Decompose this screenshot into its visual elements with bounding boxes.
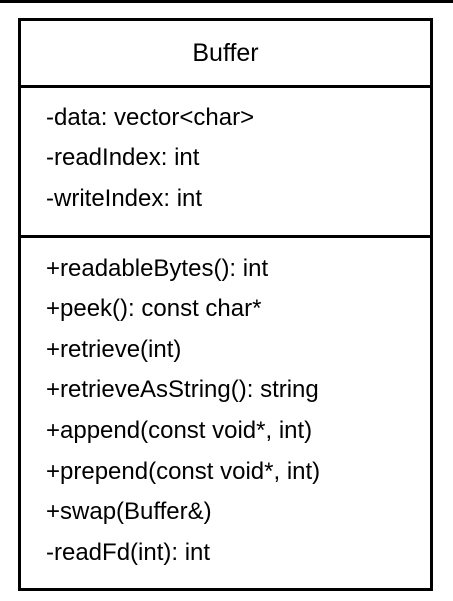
class-name: Buffer xyxy=(192,39,259,67)
attribute-data: -data: vector<char> xyxy=(46,104,255,131)
attribute-read-index: -readIndex: int xyxy=(46,144,200,171)
class-name-compartment: Buffer xyxy=(21,21,430,88)
method-read-fd: -readFd(int): int xyxy=(46,539,211,566)
methods-compartment: +readableBytes(): int +peek(): const cha… xyxy=(21,238,430,588)
uml-class-box: Buffer -data: vector<char> -readIndex: i… xyxy=(18,18,433,591)
method-retrieve: +retrieve(int) xyxy=(46,336,182,363)
attributes-compartment: -data: vector<char> -readIndex: int -wri… xyxy=(21,88,430,238)
method-retrieve-as-string: +retrieveAsString(): string xyxy=(46,376,319,403)
method-readable-bytes: +readableBytes(): int xyxy=(46,255,269,282)
attribute-write-index: -writeIndex: int xyxy=(46,185,203,212)
method-prepend: +prepend(const void*, int) xyxy=(46,458,321,485)
method-append: +append(const void*, int) xyxy=(46,417,313,444)
method-peek: +peek(): const char* xyxy=(46,295,262,322)
method-swap: +swap(Buffer&) xyxy=(46,498,212,525)
top-border-line xyxy=(0,0,453,3)
